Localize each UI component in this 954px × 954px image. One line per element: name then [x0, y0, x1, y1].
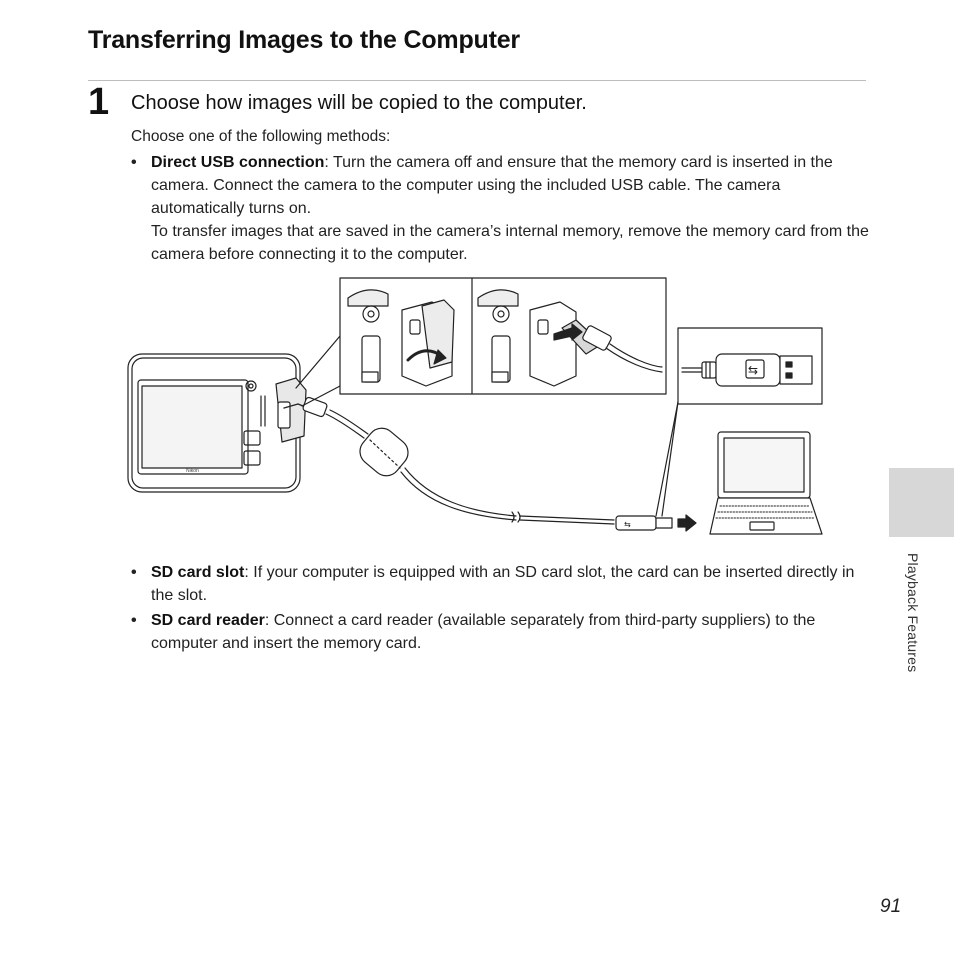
laptop-illustration — [709, 431, 823, 535]
bullet-direct-usb: • Direct USB connection: Turn the camera… — [131, 151, 871, 266]
bullet-term: SD card reader — [151, 612, 265, 629]
port-closeup-inset — [295, 277, 667, 407]
bullet-term: SD card slot — [151, 564, 245, 581]
bullet-term: Direct USB connection — [151, 154, 325, 171]
page-title: Transferring Images to the Computer — [88, 26, 520, 54]
usb-plug-inset: ⇆ — [655, 327, 823, 517]
section-tab — [889, 468, 954, 537]
bullet-sd-card-reader: • SD card reader: Connect a card reader … — [131, 609, 871, 655]
title-divider — [88, 80, 866, 81]
svg-text:⇆: ⇆ — [624, 520, 631, 529]
bullet-text: : Connect a card reader (available separ… — [151, 612, 816, 652]
usb-cable: ⇆ — [283, 396, 697, 532]
bullet-note: To transfer images that are saved in the… — [151, 223, 869, 263]
step-intro: Choose one of the following methods: — [131, 128, 391, 145]
page-number: 91 — [880, 896, 902, 917]
usb-icon: ⇆ — [748, 363, 758, 377]
bullet-sd-card-slot: • SD card slot: If your computer is equi… — [131, 561, 871, 607]
bullet-text: : Turn the camera off and ensure that th… — [151, 154, 833, 217]
bullet-dot: • — [131, 154, 137, 171]
bullet-text: : If your computer is equipped with an S… — [151, 564, 855, 604]
step-heading: Choose how images will be copied to the … — [131, 92, 587, 114]
camera-illustration: Nikon — [127, 353, 307, 493]
usb-connection-illustration: Nikon ⇆ — [127, 277, 823, 535]
step-number: 1 — [88, 81, 110, 123]
bullet-dot: • — [131, 564, 137, 581]
bullet-dot: • — [131, 612, 137, 629]
camera-brand-text: Nikon — [186, 468, 199, 474]
section-label: Playback Features — [905, 553, 921, 673]
